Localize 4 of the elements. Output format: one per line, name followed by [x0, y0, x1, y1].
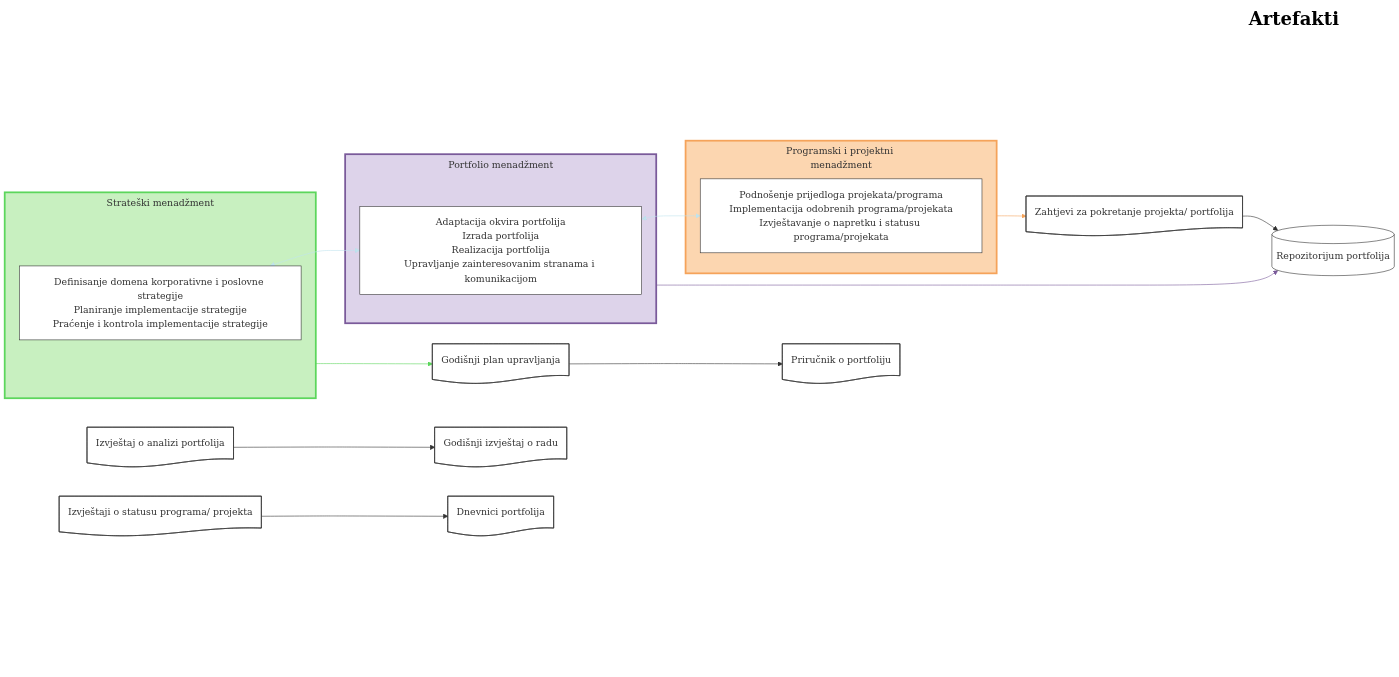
node-box: Definisanje domena korporativne i poslovne strategije Planiranje implementacije strategije Praćenje i kontrola implementacije strategije	[19, 265, 302, 341]
node-box: Adaptacija okvira portfolija Izrada portfolija Realizacija portfolija Upravljanje zainteresovanim stranama i komunikacijom	[359, 206, 642, 296]
column-heading: Artefakti	[1248, 8, 1339, 29]
node-box: Podnošenje prijedloga projekata/programa Implementacija odobrenih programa/projekata Izvještavanje o napretku i statusu programa/projekata	[699, 178, 983, 254]
